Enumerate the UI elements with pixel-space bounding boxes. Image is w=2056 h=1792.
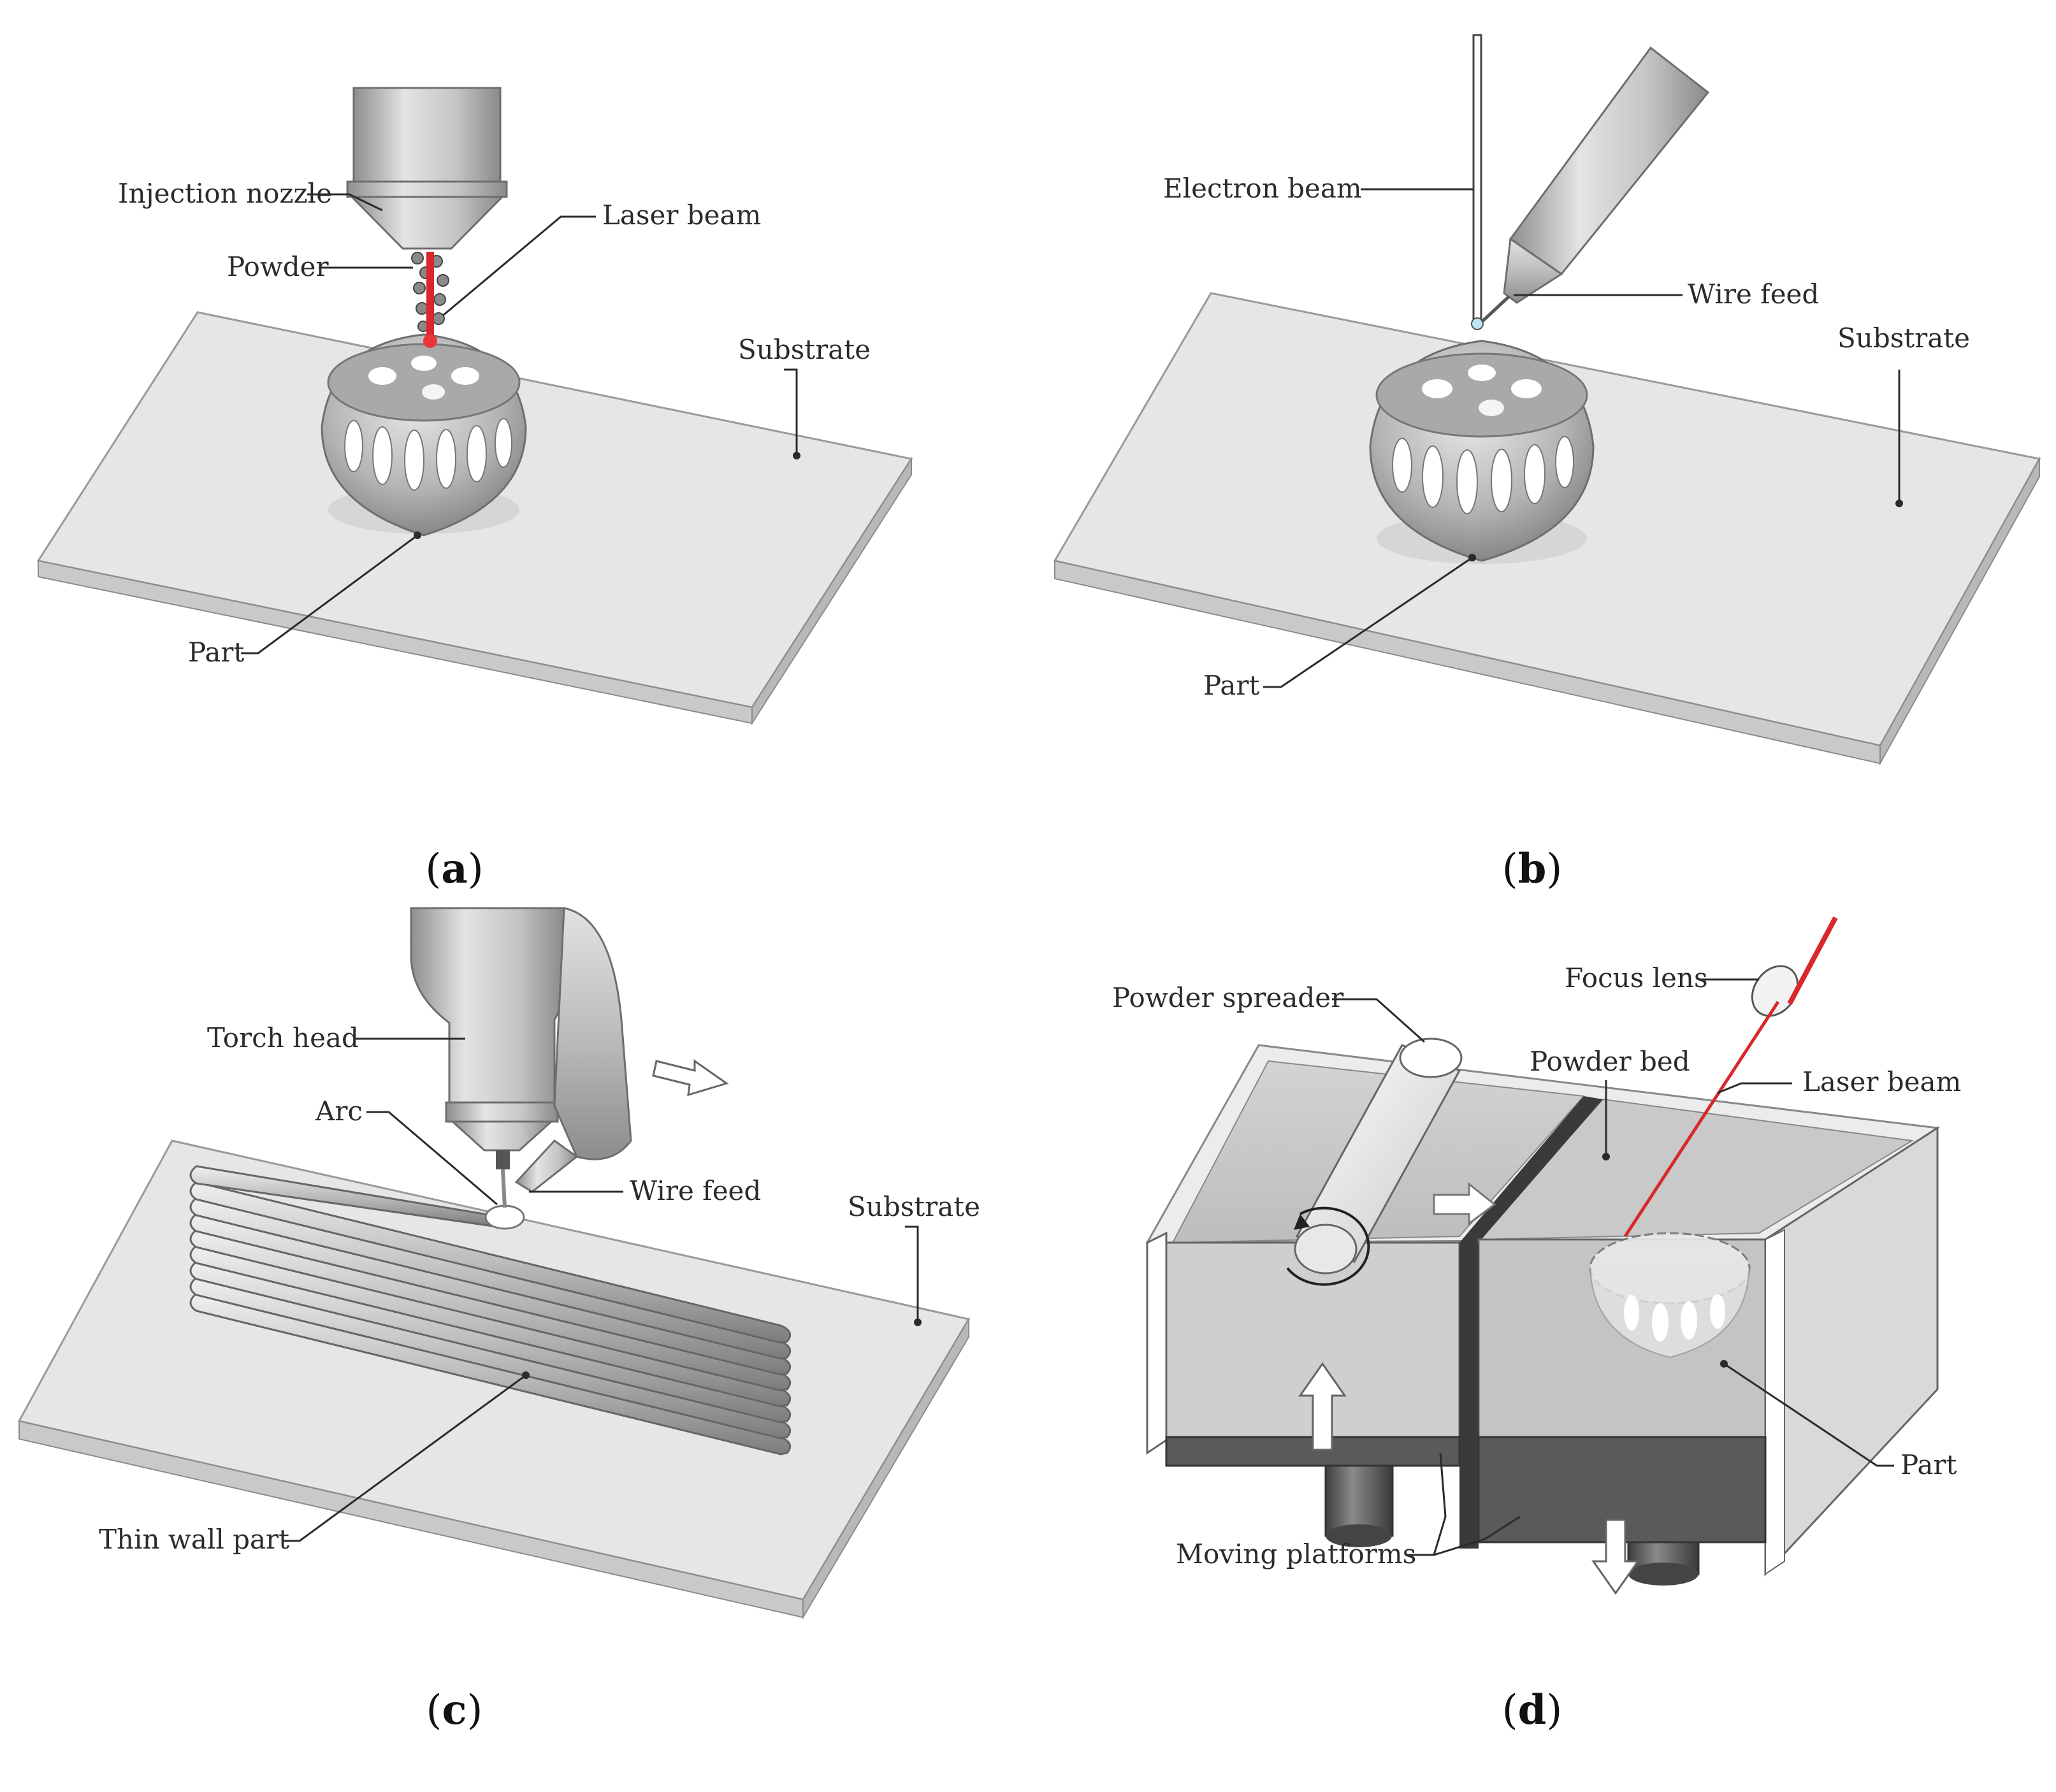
direction-arrow <box>652 1059 729 1097</box>
arc-glow <box>484 1204 525 1230</box>
piston-left <box>1324 1464 1394 1537</box>
up-arrow <box>1298 1362 1347 1451</box>
label-powder-spreader: Powder spreader <box>1112 982 1344 1013</box>
label-laser-beam-a: Laser beam <box>602 199 761 231</box>
caption-a: (a) <box>425 845 483 893</box>
leader-part-b <box>1263 556 1473 688</box>
panel-b: Electron beam Wire feed Substrate Part (… <box>1053 34 2041 893</box>
panel-a: Injection nozzle Laser beam Powder Subst… <box>36 87 913 893</box>
thin-wall-part <box>189 1165 792 1456</box>
label-wire-feed-b: Wire feed <box>1688 278 1819 310</box>
injection-nozzle <box>346 87 508 250</box>
spreader-arrow <box>1433 1181 1496 1225</box>
panel-d: Powder spreader Focus lens Powder bed La… <box>1112 916 1961 1734</box>
part-dome-b <box>1369 340 1595 564</box>
leader-laser-beam-d <box>1717 1082 1792 1094</box>
label-part-a: Part <box>188 637 244 668</box>
leader-substrate-c <box>905 1225 919 1322</box>
leader-part-d <box>1723 1362 1894 1467</box>
label-electron-beam: Electron beam <box>1163 173 1362 204</box>
leader-thin-wall-part <box>282 1374 526 1542</box>
caption-c: (c) <box>426 1686 483 1734</box>
leader-arc <box>366 1111 498 1206</box>
label-laser-beam-d: Laser beam <box>1802 1066 1961 1097</box>
label-focus-lens: Focus lens <box>1565 962 1708 994</box>
label-injection-nozzle: Injection nozzle <box>118 178 332 209</box>
label-arc: Arc <box>315 1095 363 1127</box>
leader-injection-nozzle <box>307 193 383 212</box>
label-wire-feed-c: Wire feed <box>630 1175 761 1206</box>
label-part-d: Part <box>1900 1449 1957 1480</box>
label-torch-head: Torch head <box>207 1022 359 1053</box>
leader-powder-spreader <box>1332 998 1425 1043</box>
wire-feed-nozzle-b <box>1480 46 1710 323</box>
down-arrow <box>1591 1519 1640 1595</box>
label-substrate-b: Substrate <box>1837 322 1970 354</box>
label-thin-wall-part: Thin wall part <box>99 1524 289 1555</box>
electron-beam-column <box>1472 34 1482 323</box>
powder-spreader <box>1286 1037 1463 1286</box>
leader-laser-beam-a <box>442 215 596 317</box>
label-substrate-c: Substrate <box>848 1191 980 1222</box>
panel-c: Torch head Arc Wire feed Substrate Thin … <box>17 907 980 1734</box>
label-part-b: Part <box>1203 670 1259 701</box>
label-powder: Powder <box>227 251 329 282</box>
caption-d: (d) <box>1502 1686 1563 1734</box>
label-powder-bed: Powder bed <box>1530 1046 1690 1077</box>
laser-beam-d <box>1787 916 1838 1005</box>
supply-chamber-front <box>1146 1241 1461 1438</box>
torch-head <box>410 907 632 1193</box>
caption-b: (b) <box>1502 845 1563 893</box>
leader-substrate-a <box>784 368 798 456</box>
label-moving-platforms: Moving platforms <box>1176 1538 1416 1570</box>
part-dome-a <box>321 333 527 537</box>
part-d <box>1589 1232 1751 1359</box>
label-substrate-a: Substrate <box>738 334 871 365</box>
leader-part-a <box>241 534 418 654</box>
leader-moving-platforms <box>1405 1452 1447 1556</box>
